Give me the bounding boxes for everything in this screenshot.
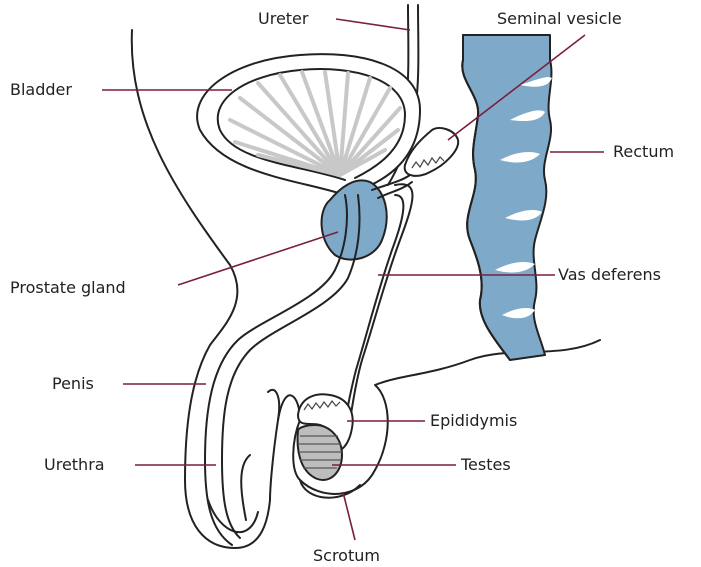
foreskin-outline (241, 455, 250, 520)
penis-outline-upper (268, 390, 279, 500)
scrotum-bottom (300, 480, 360, 498)
label-penis: Penis (52, 374, 94, 393)
label-bladder: Bladder (10, 80, 72, 99)
leader-prostate (178, 232, 338, 285)
label-seminal-vesicle: Seminal vesicle (497, 9, 622, 28)
leader-ureter (336, 19, 410, 30)
leader-scrotum (343, 492, 355, 540)
label-prostate-gland: Prostate gland (10, 278, 126, 297)
label-testes: Testes (460, 455, 511, 474)
label-ureter: Ureter (258, 9, 309, 28)
prostate-gland (322, 180, 387, 259)
label-scrotum: Scrotum (313, 546, 380, 565)
label-urethra: Urethra (44, 455, 105, 474)
label-epididymis: Epididymis (430, 411, 517, 430)
label-rectum: Rectum (613, 142, 674, 161)
label-vas-deferens: Vas deferens (558, 265, 661, 284)
